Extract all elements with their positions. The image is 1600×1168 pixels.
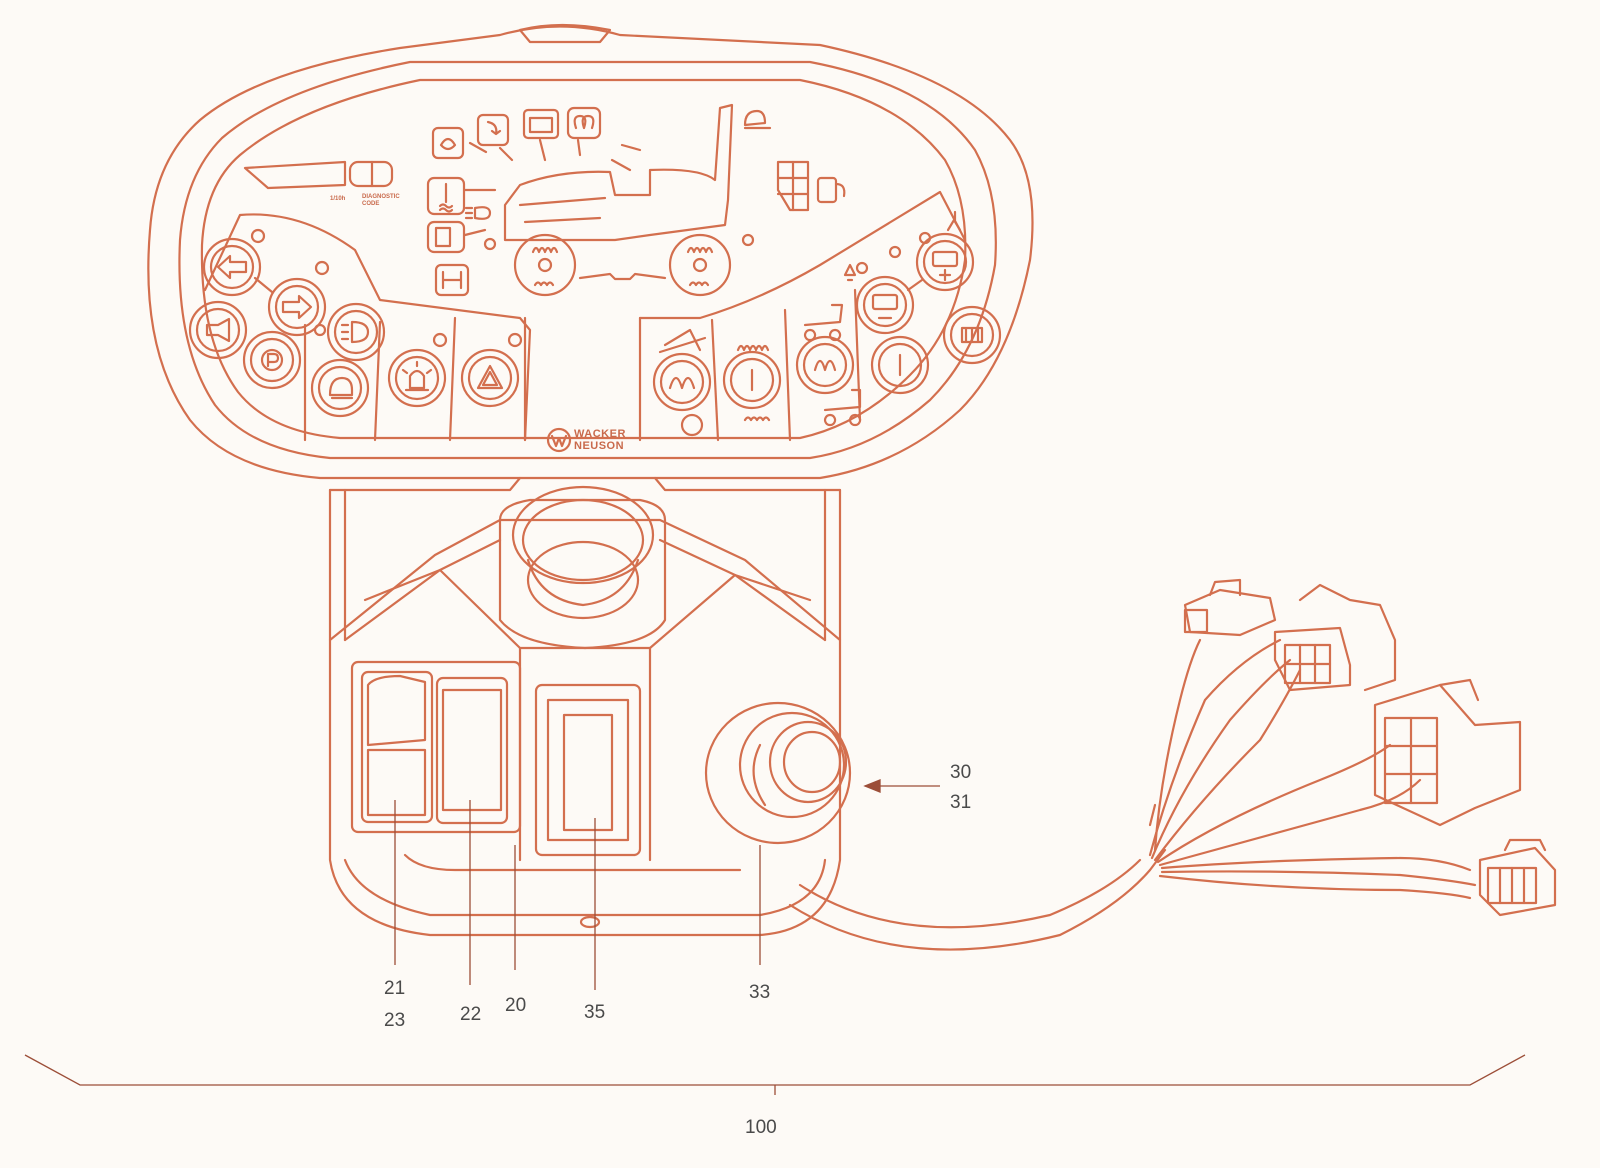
beacon-icon (401, 360, 433, 392)
oil-pressure-icon (431, 126, 465, 160)
vibration-off-button[interactable] (870, 335, 930, 395)
panel-outer-shell (147, 25, 1034, 480)
hazard-button[interactable] (460, 348, 520, 408)
panel-switch-bay-left (203, 213, 532, 442)
emergency-stop-button[interactable] (704, 701, 852, 845)
connector-small (1183, 578, 1277, 637)
callout-30: 30 (950, 762, 971, 783)
toggle-switch-35[interactable] (534, 683, 642, 857)
connector-flat (1478, 838, 1557, 917)
vibration-on-button[interactable] (722, 350, 782, 410)
connector-multi-pin (1273, 583, 1397, 692)
glow-plug-indicator (513, 233, 577, 297)
work-light-icon (328, 376, 354, 400)
horn-button[interactable] (188, 300, 248, 360)
panel-top-knob (518, 23, 612, 44)
battery-icon (522, 108, 560, 140)
headlight-icon (340, 320, 370, 344)
tractor-icon (503, 103, 734, 242)
left-button-cluster (188, 228, 523, 418)
brand-line-1: WACKER (574, 428, 626, 440)
hydraulic-plus-button[interactable] (915, 232, 975, 292)
high-beam-icon (464, 206, 492, 220)
odometer-display (243, 160, 347, 190)
callout-23: 23 (384, 1010, 405, 1031)
hydraulic-minus-button[interactable] (855, 275, 915, 335)
panel-face (200, 78, 967, 440)
coolant-temp-icon (426, 176, 466, 216)
parking-brake-button[interactable] (242, 330, 302, 390)
horn-icon (205, 317, 231, 343)
housing-outline (328, 518, 842, 937)
dashboard-panel (147, 23, 1034, 480)
parking-brake-icon (260, 348, 284, 372)
overall-assembly-bracket (24, 1054, 1526, 1095)
rocker-switch-right[interactable] (435, 676, 509, 825)
turn-left-button[interactable] (202, 237, 262, 297)
steering-icon (476, 113, 510, 147)
vibration-mode-button[interactable] (795, 335, 855, 395)
callout-21: 21 (384, 978, 405, 999)
brand-line-2: NEUSON (574, 440, 624, 452)
callout-31: 31 (950, 792, 971, 813)
work-light-button[interactable] (310, 358, 370, 418)
work-light-indicator-icon (743, 109, 772, 130)
drum-rotation-button[interactable] (942, 305, 1002, 365)
arrow-left-icon (216, 254, 248, 280)
panel-labels: WACKER NEUSON 1/10h DIAGNOSTIC CODE (330, 194, 626, 452)
lower-housing (328, 476, 852, 937)
diagnostic-label-2: CODE (362, 201, 379, 207)
panel-inner-rim (178, 60, 997, 460)
diagnostic-label-1: DIAGNOSTIC (362, 194, 400, 200)
four-wheel-drive-icon (434, 263, 470, 297)
right-button-cluster (652, 210, 1002, 437)
rocker-switch-left[interactable] (360, 670, 434, 824)
wacker-neuson-logo (546, 427, 572, 453)
fuel-gauge (743, 109, 846, 212)
vibration-icon (531, 246, 559, 254)
hazard-icon (476, 364, 504, 390)
rocker-switch-housing (350, 660, 522, 834)
connector-square (1373, 678, 1522, 827)
callout-leaders (24, 779, 1526, 1095)
callout-35: 35 (584, 1002, 605, 1023)
auto-vibration-button[interactable] (652, 352, 712, 412)
callout-labels: 21 23 22 20 35 33 30 31 100 (384, 762, 971, 1138)
turn-right-button[interactable] (267, 277, 327, 337)
fuel-icon (816, 176, 838, 204)
arrow-right-icon (281, 294, 313, 320)
support-stem (328, 488, 842, 642)
hydraulic-filter-icon (426, 220, 466, 254)
main-cable (788, 848, 1167, 951)
callout-20: 20 (505, 995, 526, 1016)
callout-100: 100 (745, 1117, 777, 1138)
wiring-harness (788, 578, 1557, 951)
glow-plug-icon (566, 106, 602, 140)
beacon-button[interactable] (387, 348, 447, 408)
center-indicator-area (426, 103, 755, 297)
throttle-neck (498, 498, 667, 650)
headlight-button[interactable] (326, 302, 386, 362)
callout-33: 33 (749, 982, 770, 1003)
odometer-unit-label: 1/10h (330, 196, 346, 202)
panel-switch-bay-right (638, 190, 967, 320)
callout-22: 22 (460, 1004, 481, 1025)
